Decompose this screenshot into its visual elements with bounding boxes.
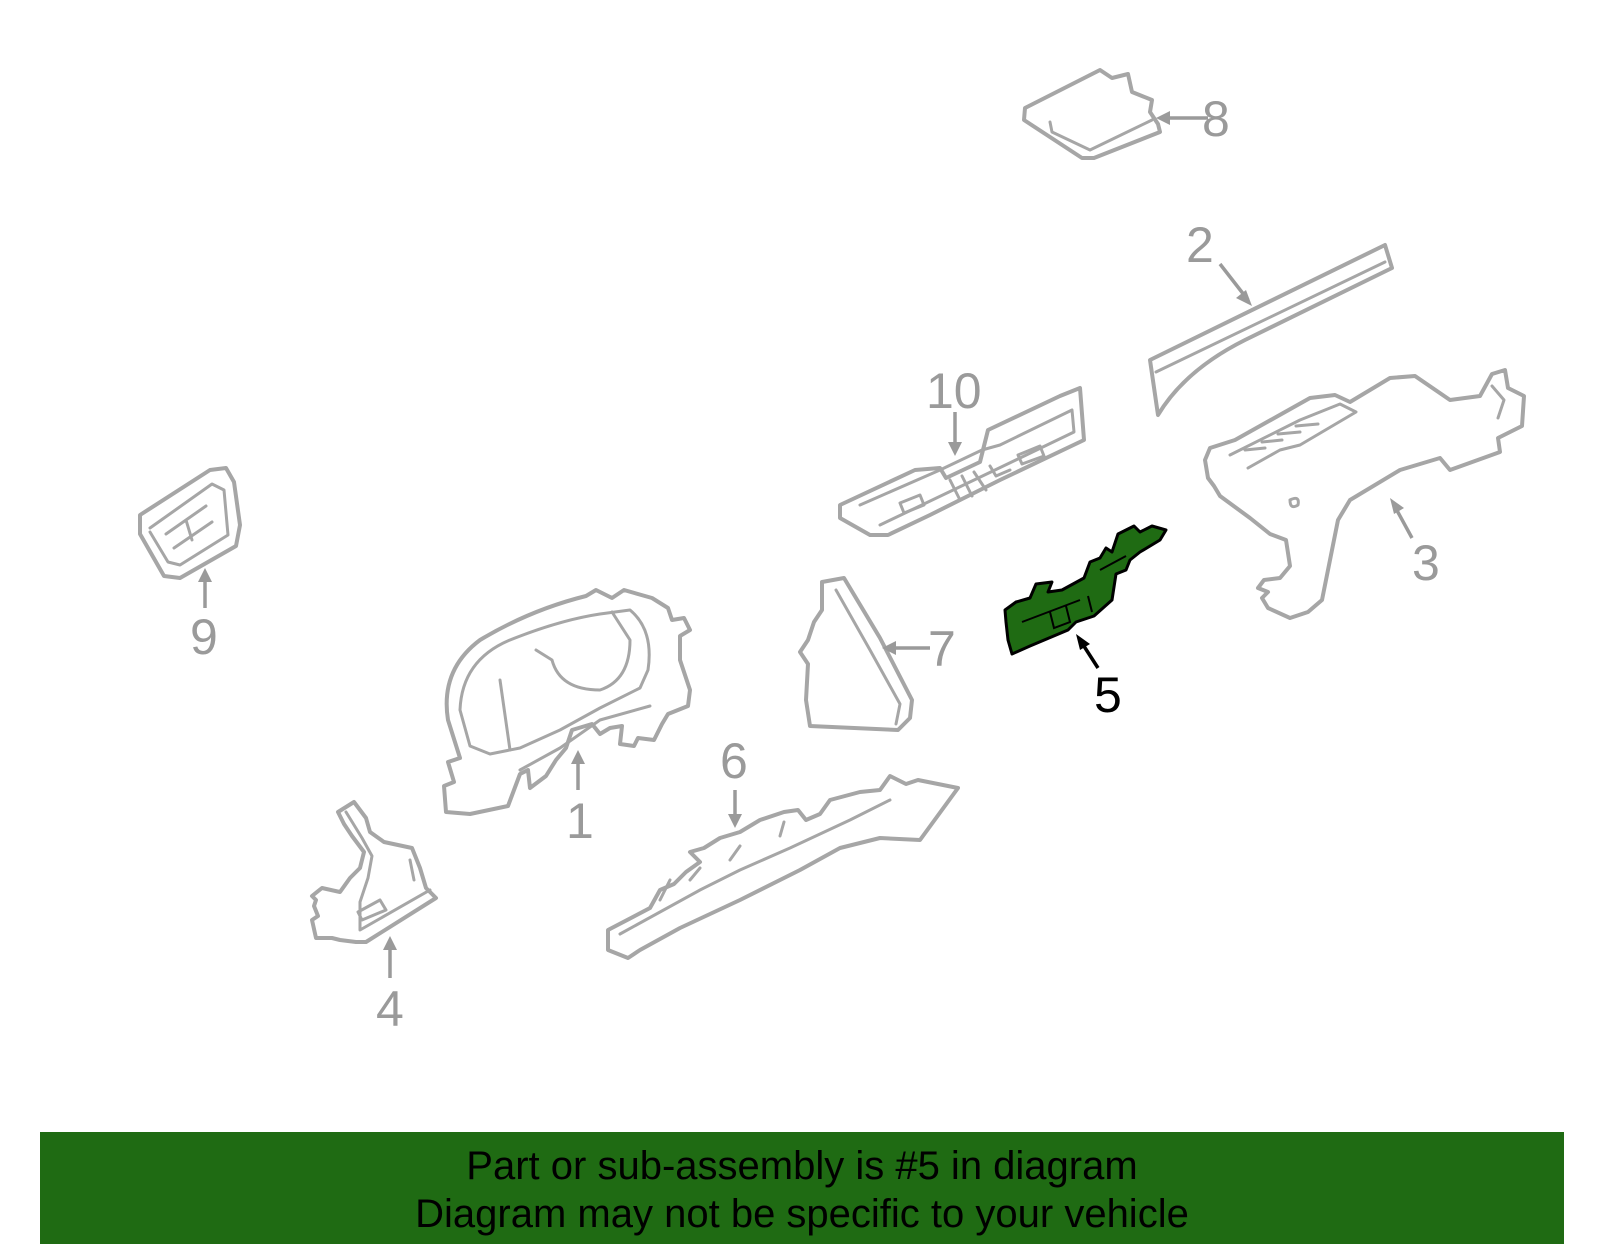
callout-10-leader: [948, 412, 962, 456]
callout-1-leader: [571, 750, 585, 790]
callout-3-leader: [1390, 498, 1414, 539]
part-1[interactable]: [442, 588, 692, 816]
banner-line-1: Part or sub-assembly is #5 in diagram: [466, 1144, 1138, 1188]
part-4[interactable]: [310, 800, 438, 944]
info-banner: Part or sub-assembly is #5 in diagram Di…: [40, 1132, 1564, 1244]
callout-4: 4: [376, 981, 404, 1037]
callout-7: 7: [928, 621, 956, 677]
callout-2: 2: [1186, 217, 1214, 273]
part-5[interactable]: [1003, 524, 1168, 656]
callout-8: 8: [1202, 91, 1230, 147]
part-10[interactable]: [838, 386, 1086, 537]
part-2[interactable]: [1148, 243, 1394, 417]
callout-5: 5: [1094, 667, 1122, 723]
callout-4-leader: [383, 936, 397, 978]
callout-6: 6: [720, 733, 748, 789]
callout-10: 10: [926, 363, 982, 419]
callout-7-leader: [882, 641, 930, 655]
callout-8-leader: [1156, 111, 1208, 125]
banner-line-2: Diagram may not be specific to your vehi…: [415, 1192, 1189, 1236]
part-8[interactable]: [1022, 68, 1162, 160]
part-9[interactable]: [138, 466, 242, 580]
callout-2-leader: [1218, 262, 1252, 306]
part-6[interactable]: [606, 774, 960, 960]
part-3[interactable]: [1203, 368, 1526, 620]
callout-5-leader: [1076, 634, 1100, 669]
callout-9: 9: [190, 609, 218, 665]
callout-3: 3: [1412, 535, 1440, 591]
callout-9-leader: [198, 568, 212, 608]
callout-1: 1: [566, 793, 594, 849]
callout-6-leader: [728, 790, 742, 828]
